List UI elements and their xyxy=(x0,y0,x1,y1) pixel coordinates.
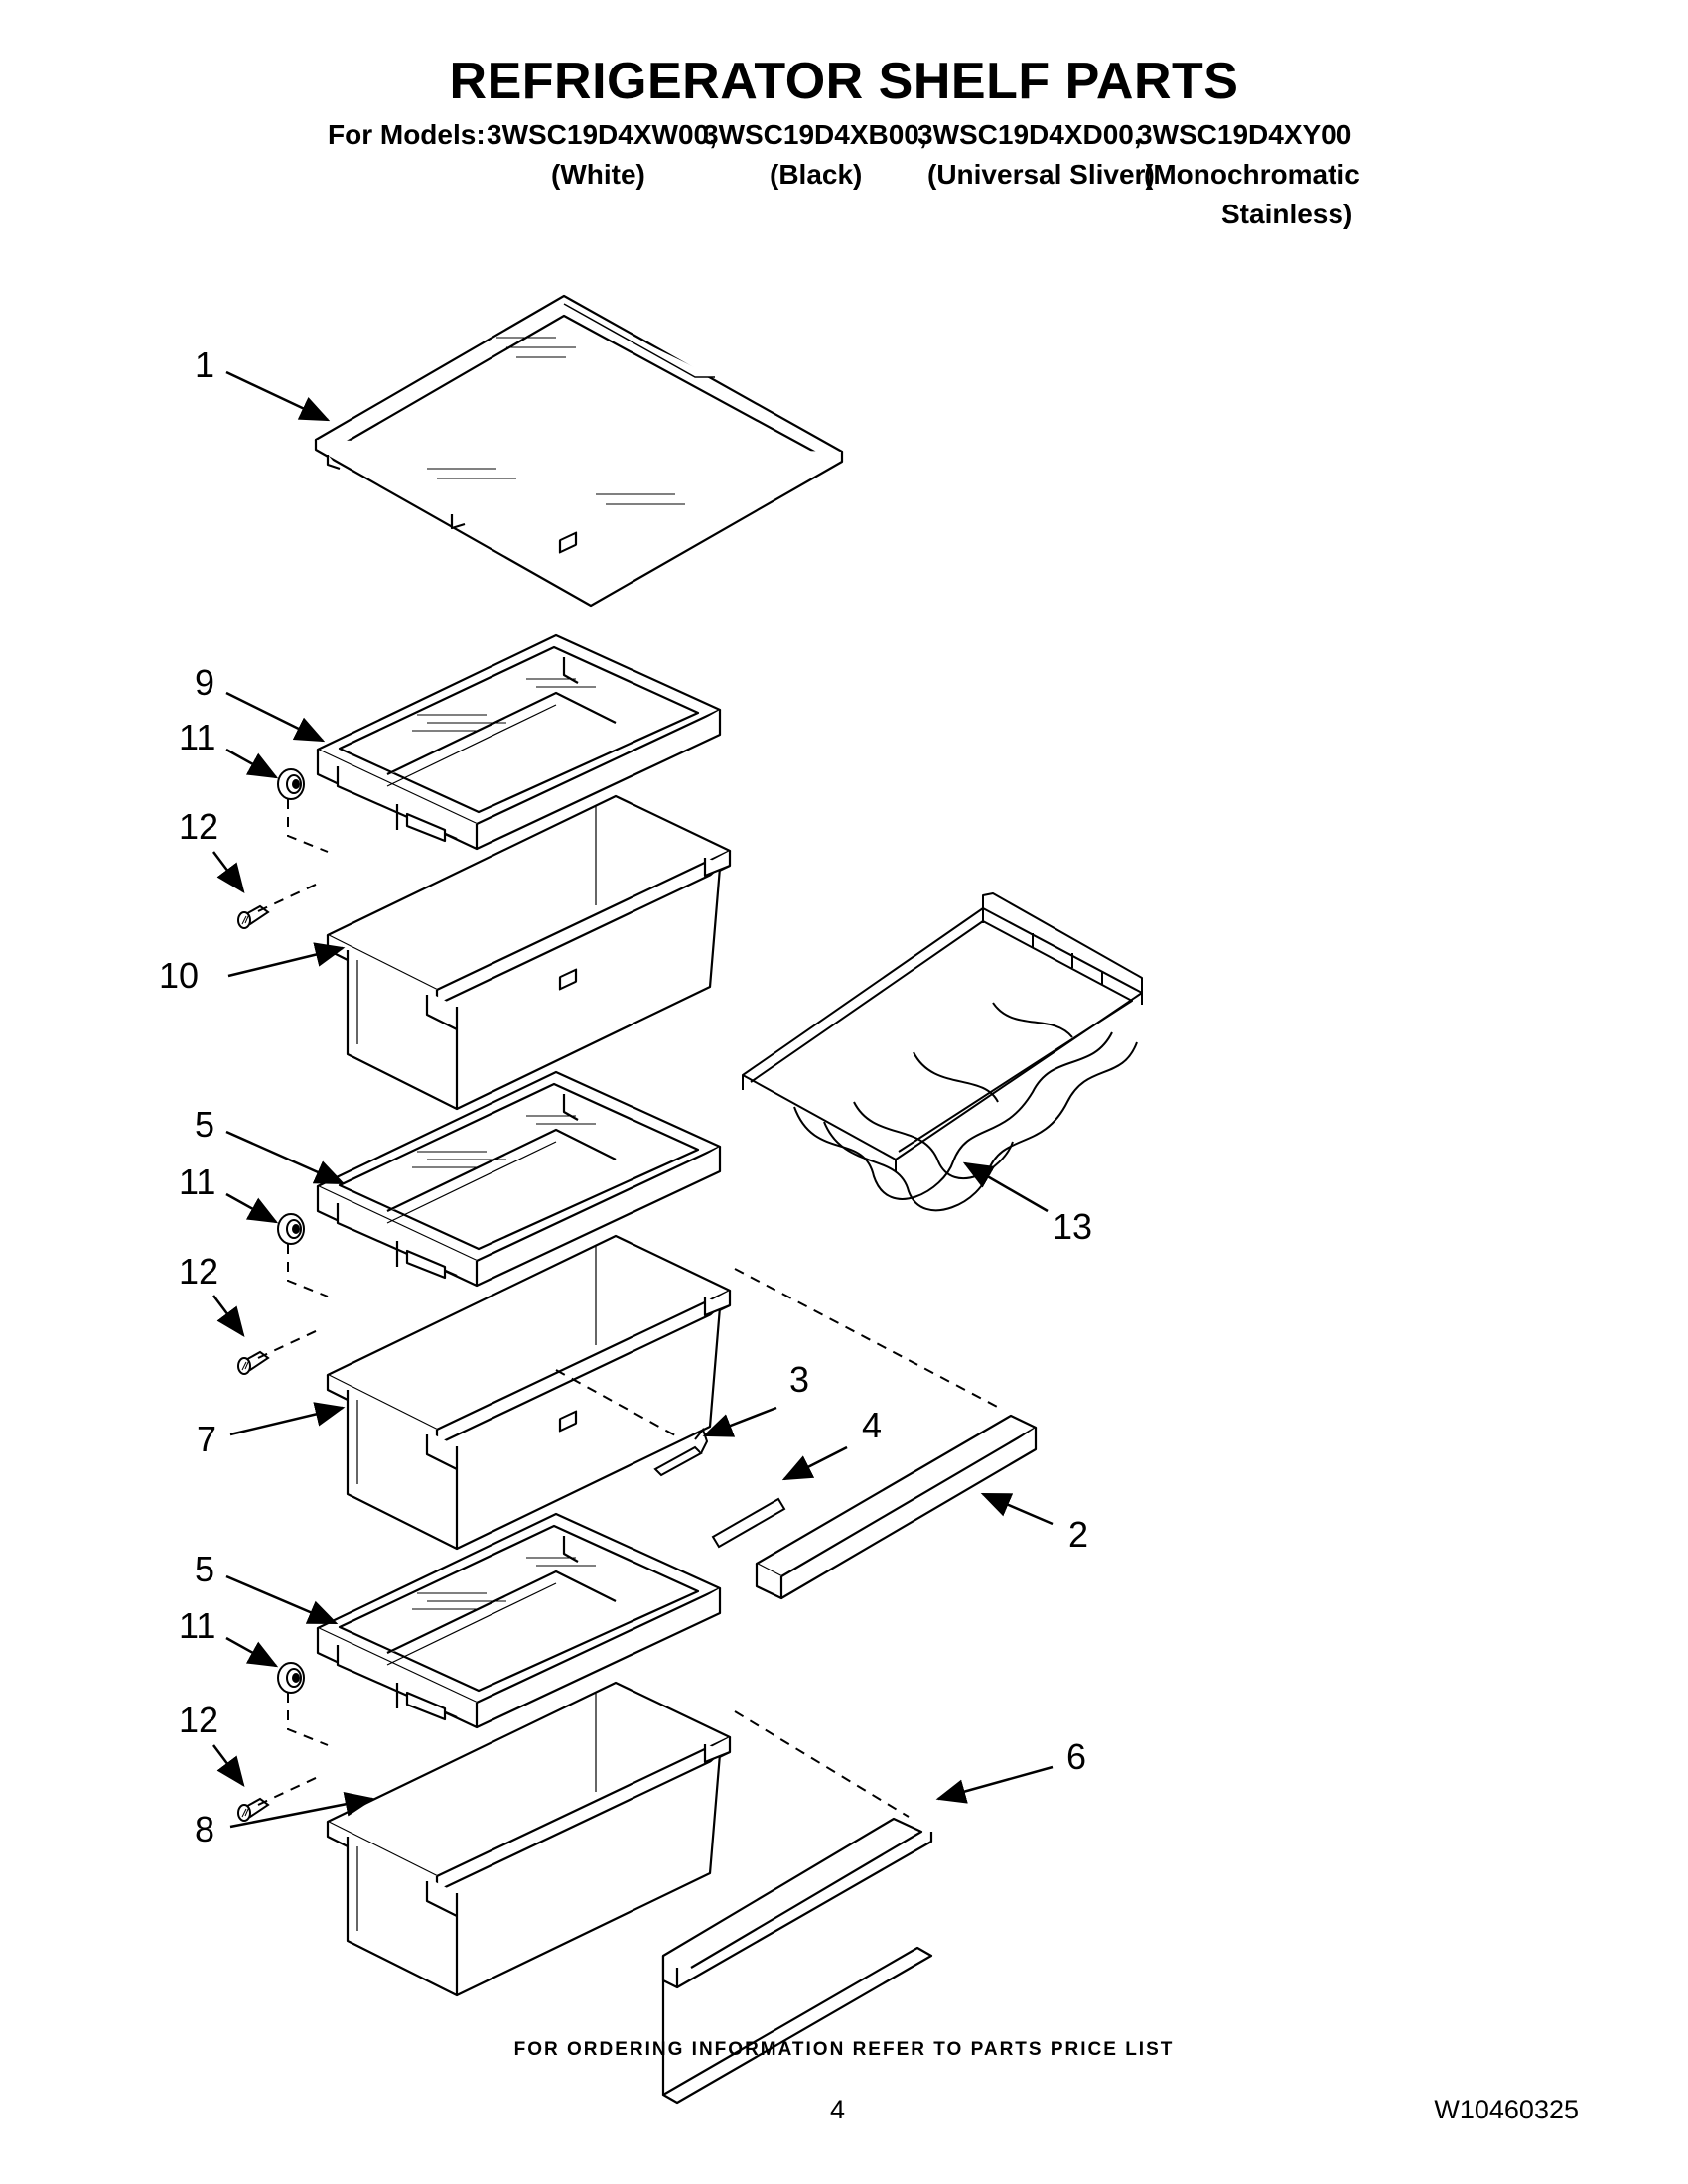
crisper-drawer-lower xyxy=(326,1681,732,1997)
humidity-knob xyxy=(277,768,305,800)
callout-number: 5 xyxy=(195,1104,214,1145)
callout-number: 11 xyxy=(179,1605,215,1646)
humidity-knob xyxy=(277,1213,305,1245)
callout-labels: 1 9 11 12 10 5 11 12 7 13 3 4 2 5 11 12 … xyxy=(159,344,1092,1849)
callout-number: 13 xyxy=(1053,1206,1092,1247)
page-title: REFRIGERATOR SHELF PARTS xyxy=(449,53,1239,110)
model-number: 3WSC19D4XD00, xyxy=(917,119,1142,150)
model-color: (White) xyxy=(551,159,645,190)
crisper-cover-upper xyxy=(316,531,722,851)
rail-bracket xyxy=(711,1497,786,1549)
callout-number: 8 xyxy=(195,1809,214,1849)
document-number: W10460325 xyxy=(1434,2095,1579,2124)
callout-number: 11 xyxy=(179,1161,215,1202)
wine-rack xyxy=(742,892,1143,1212)
callout-number: 12 xyxy=(179,1700,218,1740)
ordering-note: FOR ORDERING INFORMATION REFER TO PARTS … xyxy=(513,2039,1175,2060)
callout-number: 4 xyxy=(862,1405,882,1445)
callout-number: 1 xyxy=(195,344,214,385)
humidity-knob xyxy=(277,1662,305,1694)
crisper-rail xyxy=(755,1414,1038,1600)
callout-number: 3 xyxy=(789,1359,809,1400)
model-color: (Black) xyxy=(770,159,863,190)
models-prefix: For Models: xyxy=(328,119,486,150)
callout-number: 6 xyxy=(1066,1736,1086,1777)
callout-number: 12 xyxy=(179,1251,218,1292)
model-color: (Monochromatic xyxy=(1144,159,1360,190)
callout-number: 7 xyxy=(197,1419,216,1459)
callout-number: 9 xyxy=(195,662,214,703)
model-number: 3WSC19D4XW00, xyxy=(487,119,717,150)
model-number: 3WSC19D4XY00 xyxy=(1137,119,1352,150)
callout-number: 12 xyxy=(179,806,218,847)
model-color: (Universal Sliver) xyxy=(927,159,1155,190)
callout-number: 5 xyxy=(195,1549,214,1589)
crisper-rail-lower xyxy=(661,1817,933,2105)
crisper-drawer-middle xyxy=(326,1234,732,1551)
model-color: Stainless) xyxy=(1221,199,1353,229)
glass-shelf xyxy=(314,294,844,608)
assembly-lines xyxy=(257,799,1004,1818)
model-number: 3WSC19D4XB00, xyxy=(703,119,927,150)
callout-number: 2 xyxy=(1068,1514,1088,1555)
crisper-drawer-upper xyxy=(326,794,732,1111)
callout-number: 10 xyxy=(159,955,199,996)
model-list: For Models: 3WSC19D4XW00, 3WSC19D4XB00, … xyxy=(328,115,1360,234)
callout-arrows xyxy=(212,370,1054,1829)
page-number: 4 xyxy=(830,2095,846,2124)
callout-number: 11 xyxy=(179,717,215,757)
